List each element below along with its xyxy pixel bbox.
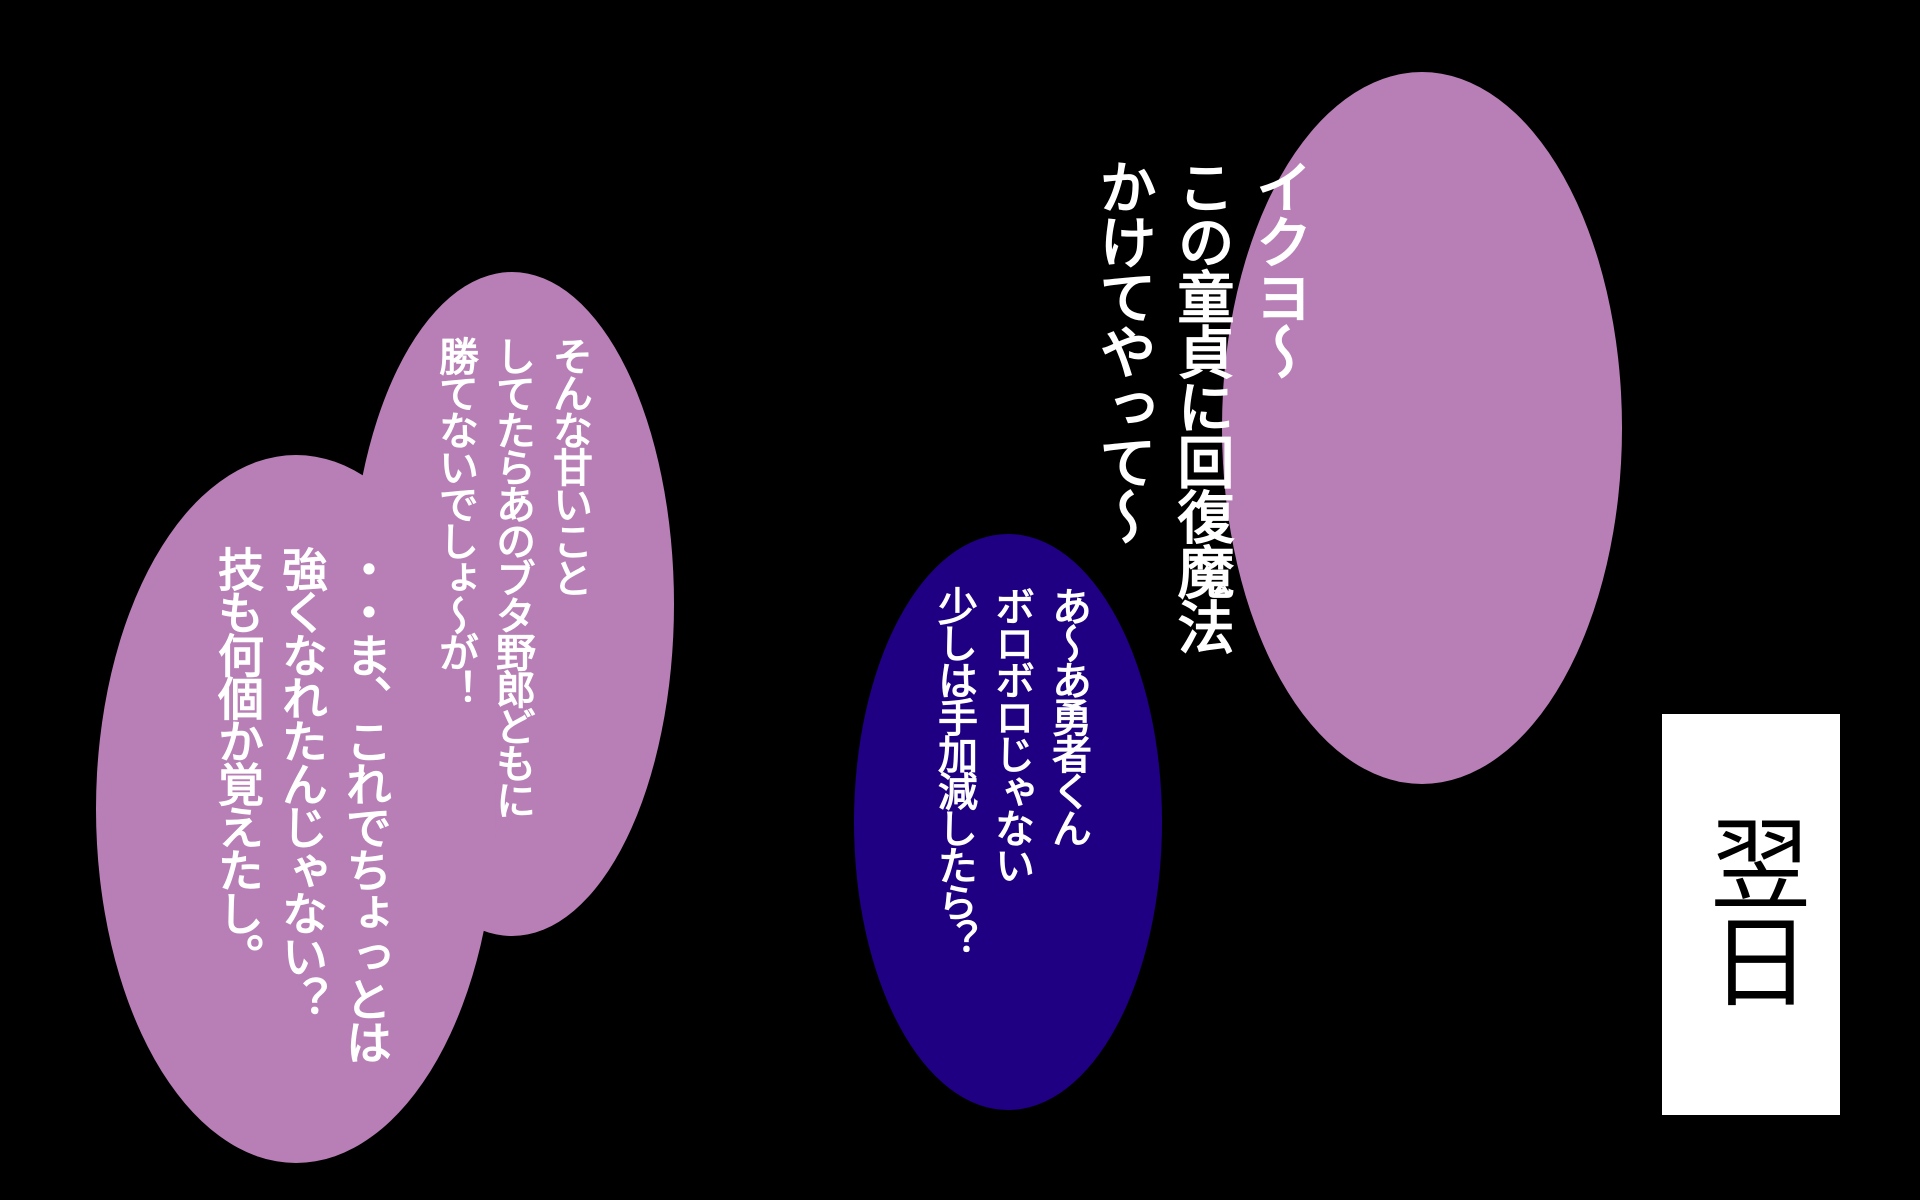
speech-bubble-4 bbox=[854, 534, 1162, 1110]
speech-line: ボロボロじゃない bbox=[988, 586, 1034, 882]
speech-bubble-3-text: ・・ま、これでちょっとは 強くなれたんじゃない？ 技も何個か覚えたし。 bbox=[206, 546, 398, 1062]
speech-line: この童貞に回復魔法 bbox=[1168, 158, 1234, 653]
speech-line: かけてやって〜 bbox=[1090, 158, 1156, 543]
speech-line: 強くなれたんじゃない？ bbox=[275, 546, 329, 1019]
speech-bubble-4-text: あ〜あ勇者くん ボロボロじゃない 少しは手加減したら？ bbox=[925, 586, 1096, 956]
speech-line: してたらあのブタ野郎どもに bbox=[489, 336, 535, 817]
speech-line: ・・ま、これでちょっとは bbox=[339, 546, 393, 1062]
speech-bubble-2-text: そんな甘いこと してたらあのブタ野郎どもに 勝てないでしょ〜が！ bbox=[426, 336, 597, 817]
speech-line: 技も何個か覚えたし。 bbox=[211, 546, 265, 976]
speech-line: 勝てないでしょ〜が！ bbox=[432, 336, 478, 706]
speech-bubble-1 bbox=[1222, 72, 1622, 784]
speech-line: あ〜あ勇者くん bbox=[1045, 586, 1091, 845]
speech-line: イクヨ〜 bbox=[1246, 158, 1312, 378]
speech-line: 少しは手加減したら？ bbox=[931, 586, 977, 956]
speech-bubble-3 bbox=[96, 455, 496, 1163]
speech-line: そんな甘いこと bbox=[546, 336, 592, 595]
caption-box: 翌日 bbox=[1662, 714, 1840, 1115]
caption-text: 翌日 bbox=[1693, 812, 1810, 1008]
